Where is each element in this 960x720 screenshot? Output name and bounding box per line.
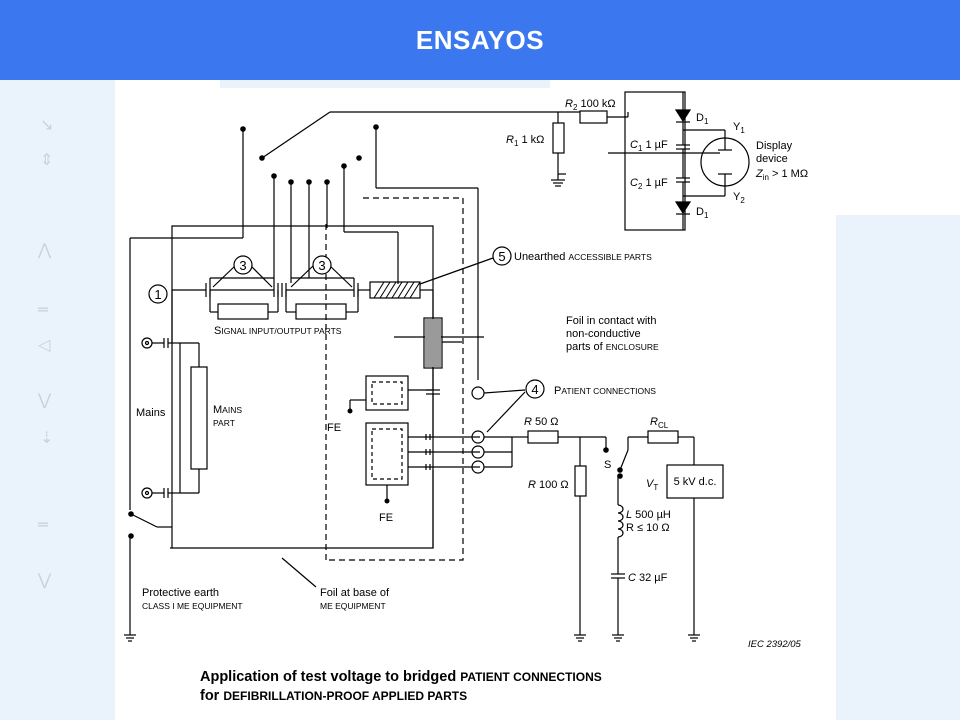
label-inductor-line2: R ≤ 10 Ω [626,522,670,534]
background-ghost-mark: ═ [38,515,48,534]
background-ghost-mark: ◁ [38,335,51,354]
label-fe-left: FE [327,422,341,434]
figure-caption-line2: for DEFIBRILLATION-PROOF APPLIED PARTS [200,688,467,704]
callout-number-5: 5 [498,249,505,264]
label-protective-earth-line2: CLASS I ME EQUIPMENT [142,601,243,611]
enclosure-outline [170,225,434,549]
callout-number-3b: 3 [318,258,325,273]
background-ghost-mark: ⇣ [40,428,54,447]
callout-circle-3b [312,255,332,275]
slide-header: ENSAYOS [0,0,960,80]
callout-circle-5 [492,246,512,266]
label-vt: VT [646,478,658,492]
label-r100: R 100 Ω [528,479,569,491]
label-c1: C1 1 µF [630,139,668,153]
caption-line2-lead: for [200,688,224,704]
top-switch-blade [261,111,331,159]
label-mains: Mains [136,407,166,419]
caption-line2-smallcaps: DEFIBRILLATION-PROOF APPLIED PARTS [223,689,468,703]
label-display-line2: device [756,153,788,165]
background-ghost-mark: ⋁ [38,390,52,409]
callout-circle-1 [148,284,168,304]
background-band-left [0,80,115,720]
label-rcl: RCL [650,416,669,430]
callout-circle-4 [525,379,545,399]
label-iec-reference: IEC 2392/05 [748,639,802,650]
callout-circle-3a [233,255,253,275]
label-foil-enclosure-line3: parts of ENCLOSURE [566,341,659,353]
inductor-coil [617,504,624,538]
label-fe-bottom: FE [379,512,393,524]
callout-number-4: 4 [531,382,538,397]
background-ghost-mark: ⇕ [40,150,54,169]
label-display-line1: Display [756,140,793,152]
caption-line1-smallcaps: PATIENT CONNECTIONS [460,670,602,684]
callout-number-1: 1 [154,287,161,302]
label-signal-io-parts: SIGNAL INPUT/OUTPUT PARTS [214,325,342,337]
label-supply-5kv: 5 kV d.c. [674,476,717,488]
label-patient-connections: PATIENT CONNECTIONS [554,385,656,397]
label-mains-part-line1: MAINS [213,404,242,416]
label-display-zin: Zin > 1 MΩ [755,168,808,182]
background-ghost-mark: ⋁ [38,570,52,589]
background-ghost-mark: ⋀ [38,240,52,259]
background-ghost-mark: ═ [38,300,48,319]
slide-title: ENSAYOS [415,25,545,55]
label-foil-base-line2: ME EQUIPMENT [320,601,386,611]
label-y2: Y2 [733,191,745,205]
caption-line1-lead: Application of test voltage to bridged [200,669,461,685]
background-ghost-mark: ↘ [40,115,54,134]
callout-number-3a: 3 [239,258,246,273]
protective-earth-switch-blade [132,514,158,528]
background-band-right [836,215,960,720]
label-r50: R 50 Ω [524,416,559,428]
label-r2: R2 100 kΩ [565,98,616,112]
label-y1: Y1 [733,121,745,135]
background-band-top [220,80,550,88]
label-d1-bottom: D1 [696,206,709,220]
foil-outline [326,197,464,561]
label-switch-s: S [604,459,611,471]
foil-enclosure-dotted-fill [425,319,441,367]
figure-caption-line1: Application of test voltage to bridged P… [200,669,602,685]
switch-s-blade [619,449,629,471]
label-unearthed-accessible-parts: Unearthed ACCESSIBLE PARTS [514,251,652,263]
label-foil-enclosure-line1: Foil in contact with [566,315,656,327]
label-capacitor-c: C 32 µF [628,572,668,584]
label-r1: R1 1 kΩ [506,134,544,148]
label-inductor-line1: L 500 µH [626,509,671,521]
label-c2: C2 1 µF [630,177,668,191]
label-d1-top: D1 [696,112,709,126]
label-protective-earth-line1: Protective earth [142,587,219,599]
label-foil-base-line1: Foil at base of [320,587,390,599]
label-mains-part-line2: PART [213,418,235,428]
label-foil-enclosure-line2: non-conductive [566,328,641,340]
